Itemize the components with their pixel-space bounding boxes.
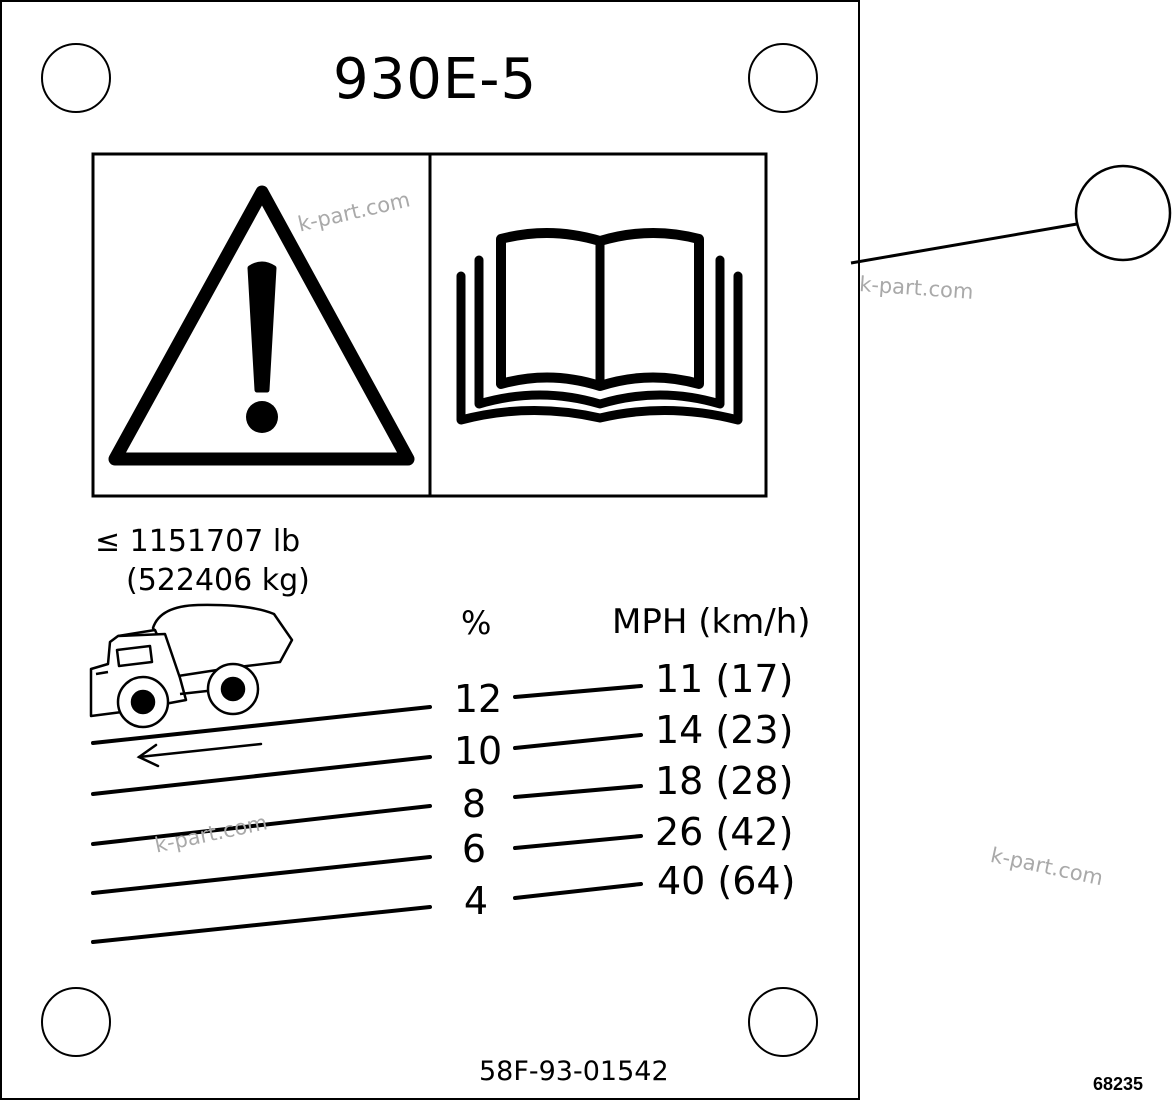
warning-triangle-icon bbox=[108, 185, 415, 466]
speed-value: 26 (42) bbox=[655, 810, 794, 854]
haul-truck-icon bbox=[89, 603, 294, 729]
grade-value: 10 bbox=[453, 729, 503, 773]
mounting-hole-bottom-right bbox=[748, 987, 818, 1057]
mounting-hole-top-left bbox=[41, 43, 111, 113]
figure-number: 68235 bbox=[1093, 1074, 1144, 1094]
callout-balloon bbox=[1074, 164, 1172, 262]
weight-limit-kg: (522406 kg) bbox=[126, 563, 310, 598]
grade-column-header: % bbox=[461, 604, 492, 642]
grade-value: 12 bbox=[453, 677, 503, 721]
speed-column-header: MPH (km/h) bbox=[612, 602, 811, 642]
mounting-hole-bottom-left bbox=[41, 987, 111, 1057]
mounting-hole-top-right bbox=[748, 43, 818, 113]
callout-leader-line bbox=[850, 222, 1078, 265]
speed-value: 14 (23) bbox=[655, 708, 794, 752]
operator-manual-icon bbox=[456, 227, 743, 425]
grade-value: 6 bbox=[461, 827, 487, 871]
direction-arrow-icon bbox=[136, 742, 263, 768]
speed-value: 18 (28) bbox=[655, 759, 794, 803]
grade-slope-lines bbox=[91, 705, 432, 944]
grade-value: 8 bbox=[461, 782, 487, 826]
speed-value: 40 (64) bbox=[657, 859, 796, 903]
speed-leader-lines bbox=[513, 684, 643, 900]
model-title: 930E-5 bbox=[333, 47, 538, 112]
speed-value: 11 (17) bbox=[655, 657, 794, 701]
grade-value: 4 bbox=[463, 879, 489, 923]
weight-limit-lb: ≤ 1151707 lb bbox=[95, 524, 301, 559]
part-number: 58F-93-01542 bbox=[479, 1056, 669, 1087]
